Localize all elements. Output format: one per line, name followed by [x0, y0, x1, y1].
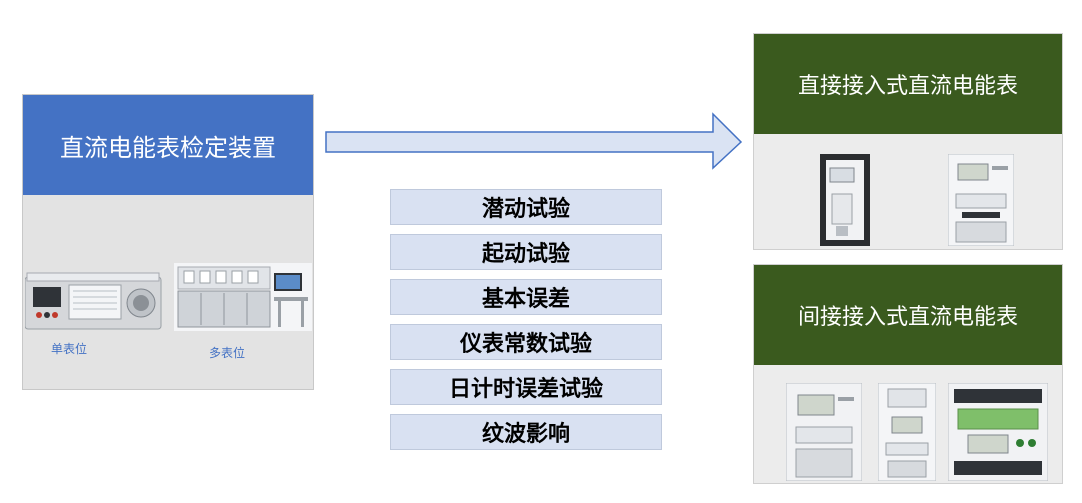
direct-meter-title: 直接接入式直流电能表 [754, 34, 1062, 134]
test-item-daily-timing-error: 日计时误差试验 [390, 369, 662, 405]
indirect-meter-panel: 间接接入式直流电能表 [753, 264, 1063, 484]
direct-meter-panel: 直接接入式直流电能表 [753, 33, 1063, 250]
direct-meter-image-2 [948, 154, 1014, 246]
multi-position-device-image [174, 263, 312, 331]
test-item-meter-constant: 仪表常数试验 [390, 324, 662, 360]
test-item-ripple-influence: 纹波影响 [390, 414, 662, 450]
test-list: 潜动试验 起动试验 基本误差 仪表常数试验 日计时误差试验 纹波影响 [390, 189, 662, 459]
multi-position-caption: 多表位 [209, 346, 246, 360]
test-item-basic-error: 基本误差 [390, 279, 662, 315]
indirect-meter-image-2 [878, 383, 936, 481]
test-item-starting: 起动试验 [390, 234, 662, 270]
indirect-meter-title: 间接接入式直流电能表 [754, 265, 1062, 365]
device-card: 直流电能表检定装置 单表位 多表位 [22, 94, 314, 390]
direct-meter-image-1 [820, 154, 870, 246]
indirect-meter-image-1 [786, 383, 862, 481]
test-item-creep: 潜动试验 [390, 189, 662, 225]
single-position-caption: 单表位 [51, 342, 88, 356]
device-title: 直流电能表检定装置 [23, 95, 313, 195]
indirect-meter-image-3 [948, 383, 1048, 481]
flow-arrow [325, 112, 743, 170]
single-position-device-image [25, 272, 162, 330]
